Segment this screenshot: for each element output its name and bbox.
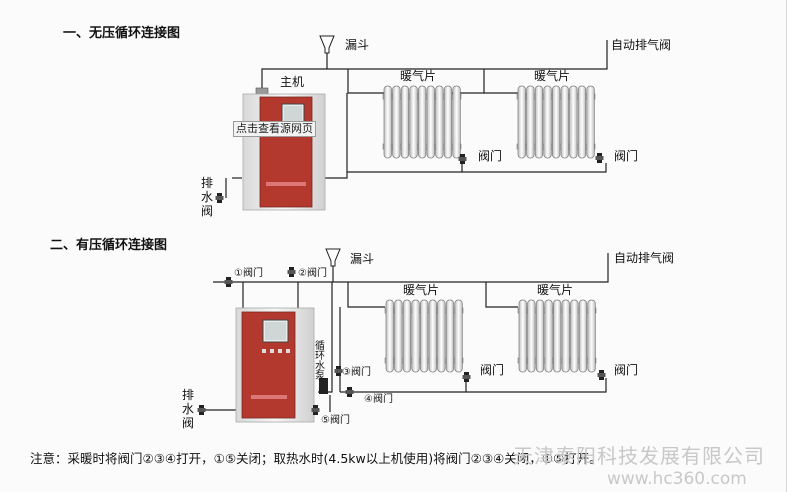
watermark-site: www.hc360.com <box>607 469 747 489</box>
section2-drain-valve-icon <box>197 405 206 415</box>
pump-ch4: 泵 <box>315 370 325 382</box>
pump-ch1: 循 <box>315 339 325 352</box>
section2-pump-label: 循 环 水 泵 <box>315 339 328 382</box>
section2-boiler <box>235 307 315 423</box>
section2-valve-a-label: 阀门 <box>480 362 504 377</box>
section1-valve-b-icon <box>595 153 604 163</box>
section2-radiator-b <box>517 299 597 373</box>
section2-funnel-icon <box>325 248 341 267</box>
section2-drain-label: 排 水 阀 <box>182 388 198 430</box>
section2-valve-a-icon <box>462 372 471 382</box>
section2-valve2-icon <box>287 267 296 277</box>
section1-drain-label: 排 水 阀 <box>201 176 217 218</box>
section1-pipes <box>225 40 608 198</box>
section1-host-label: 主机 <box>280 75 304 89</box>
section1-funnel-icon <box>319 35 335 54</box>
section2-valve4-label: ④阀门 <box>364 392 393 405</box>
drain1-ch1: 排 <box>201 176 213 190</box>
section2-valve1-label: ①阀门 <box>234 266 263 279</box>
section2-valve-b-icon <box>597 370 606 380</box>
section2-valve1-icon <box>224 277 233 287</box>
section2-valve5-label: ⑤阀门 <box>321 413 350 426</box>
pump-ch2: 环 <box>315 351 325 362</box>
drain2-ch2: 水 <box>182 402 194 416</box>
section2-pump-icon <box>319 378 328 394</box>
section2-valve2-label: ②阀门 <box>298 266 327 279</box>
section2-air-valve-label: 自动排气阀 <box>614 250 674 265</box>
section2-radiator-b-label: 暖气片 <box>537 282 573 297</box>
section2-valve-b-label: 阀门 <box>614 362 638 377</box>
drain2-ch1: 排 <box>182 388 194 402</box>
section2-funnel-label: 漏斗 <box>350 252 374 266</box>
drain2-ch3: 阀 <box>182 416 194 430</box>
section2-radiator-a <box>384 299 464 373</box>
pump-ch3: 水 <box>315 360 325 372</box>
section1-valve-a-label: 阀门 <box>478 148 502 163</box>
section1-title: 一、无压循环连接图 <box>63 25 180 41</box>
watermark-company: 天津泰阳科技发展有限公司 <box>513 444 765 468</box>
section1-valve-b-label: 阀门 <box>614 148 638 163</box>
section2-title: 二、有压循环连接图 <box>50 237 167 253</box>
section1-radiator-b-label: 暖气片 <box>534 68 570 83</box>
view-source-tooltip[interactable]: 点击查看源网页 <box>233 121 316 137</box>
section1-funnel-label: 漏斗 <box>345 38 369 52</box>
drain1-ch2: 水 <box>201 190 213 204</box>
section2-radiator-a-label: 暖气片 <box>403 282 439 297</box>
section2-valve4-icon <box>345 387 354 397</box>
section1-air-valve-label: 自动排气阀 <box>611 37 671 52</box>
section2-valve3-label: ③阀门 <box>342 365 371 378</box>
usage-note: 注意：采暖时将阀门②③④打开，①⑤关闭；取热水时(4.5kw以上机使用)将阀门②… <box>30 451 602 466</box>
section1-radiator-a <box>382 85 462 159</box>
section1-radiator-a-label: 暖气片 <box>400 68 436 83</box>
drain1-ch3: 阀 <box>201 204 213 218</box>
section1-boiler <box>242 87 326 211</box>
section1-radiator-b <box>516 85 596 159</box>
